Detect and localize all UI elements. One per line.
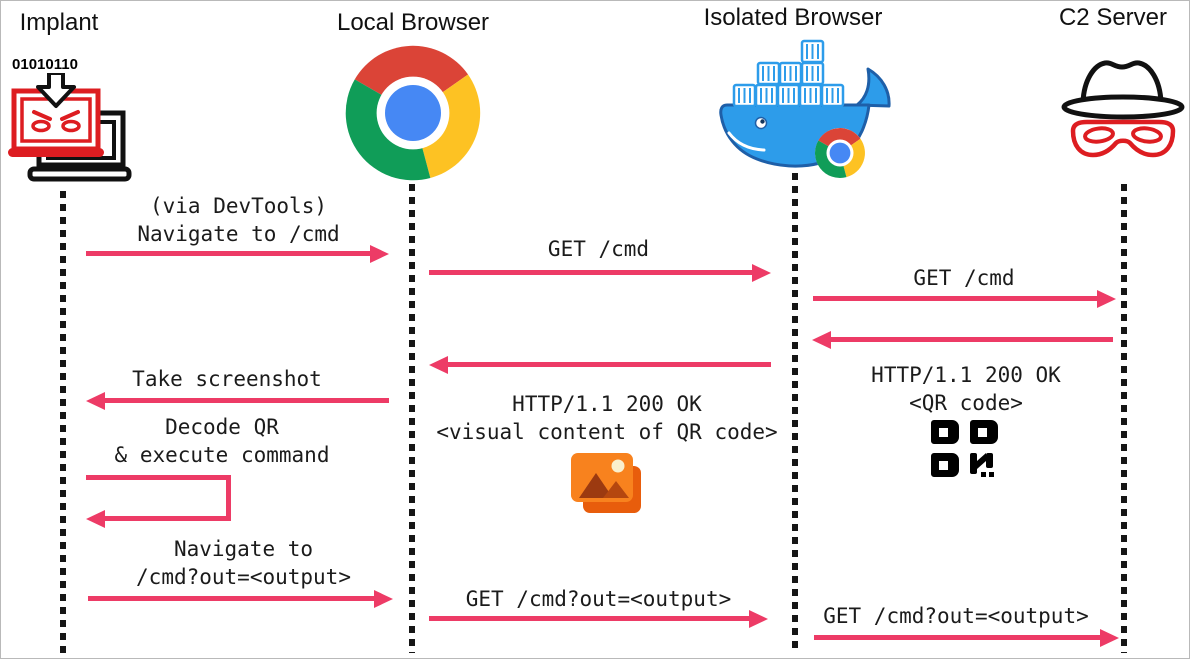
binary-string-label: 01010110 [12,56,78,73]
chrome-small-icon [814,127,866,184]
qr-code-icon [931,420,1003,487]
message-arrow-get-output-2 [814,635,1100,640]
actor-title-c2-server: C2 Server [1058,4,1168,31]
message-label-visual-response: HTTP/1.1 200 OK <visual content of QR co… [436,392,778,444]
message-arrow-get-cmd-1 [429,270,752,275]
c2-server-lifeline [1121,184,1127,653]
message-label-navigate-cmd: (via DevTools) Navigate to /cmd [137,194,340,246]
malware-laptop-icon [6,71,136,190]
actor-title-implant: Implant [19,9,99,36]
actor-title-isolated-browser: Isolated Browser [703,4,883,31]
local-browser-lifeline [409,184,415,653]
message-label-qr-response: HTTP/1.1 200 OK <QR code> [871,363,1061,415]
message-arrow-get-cmd-2 [813,296,1097,301]
chrome-icon [343,43,483,188]
self-loop-right [226,475,231,521]
message-label-get-cmd-2: GET /cmd [913,266,1015,290]
message-label-get-output-2: GET /cmd?out=<output> [823,604,1089,628]
message-arrow-visual-response [448,362,771,367]
message-label-decode-qr: Decode QR & execute command [114,415,330,467]
isolated-browser-lifeline [792,173,798,653]
hacker-icon [1059,53,1187,168]
docker-icon [719,37,909,187]
self-loop-top [86,475,231,480]
message-arrow-qr-response [831,337,1113,342]
image-icon [569,453,647,522]
message-label-navigate-output: Navigate to /cmd?out=<output> [136,537,351,589]
message-arrow-navigate-output [88,596,374,601]
message-arrow-take-screenshot [105,398,389,403]
actor-title-local-browser: Local Browser [336,9,490,36]
implant-lifeline [60,191,66,653]
message-arrow-get-output-1 [429,616,749,621]
message-label-take-screenshot: Take screenshot [132,367,322,391]
message-arrow-navigate-cmd [86,251,370,256]
message-label-get-output-1: GET /cmd?out=<output> [465,587,732,611]
self-loop-bottom-arrow [105,516,231,521]
message-label-get-cmd-1: GET /cmd [547,237,650,261]
